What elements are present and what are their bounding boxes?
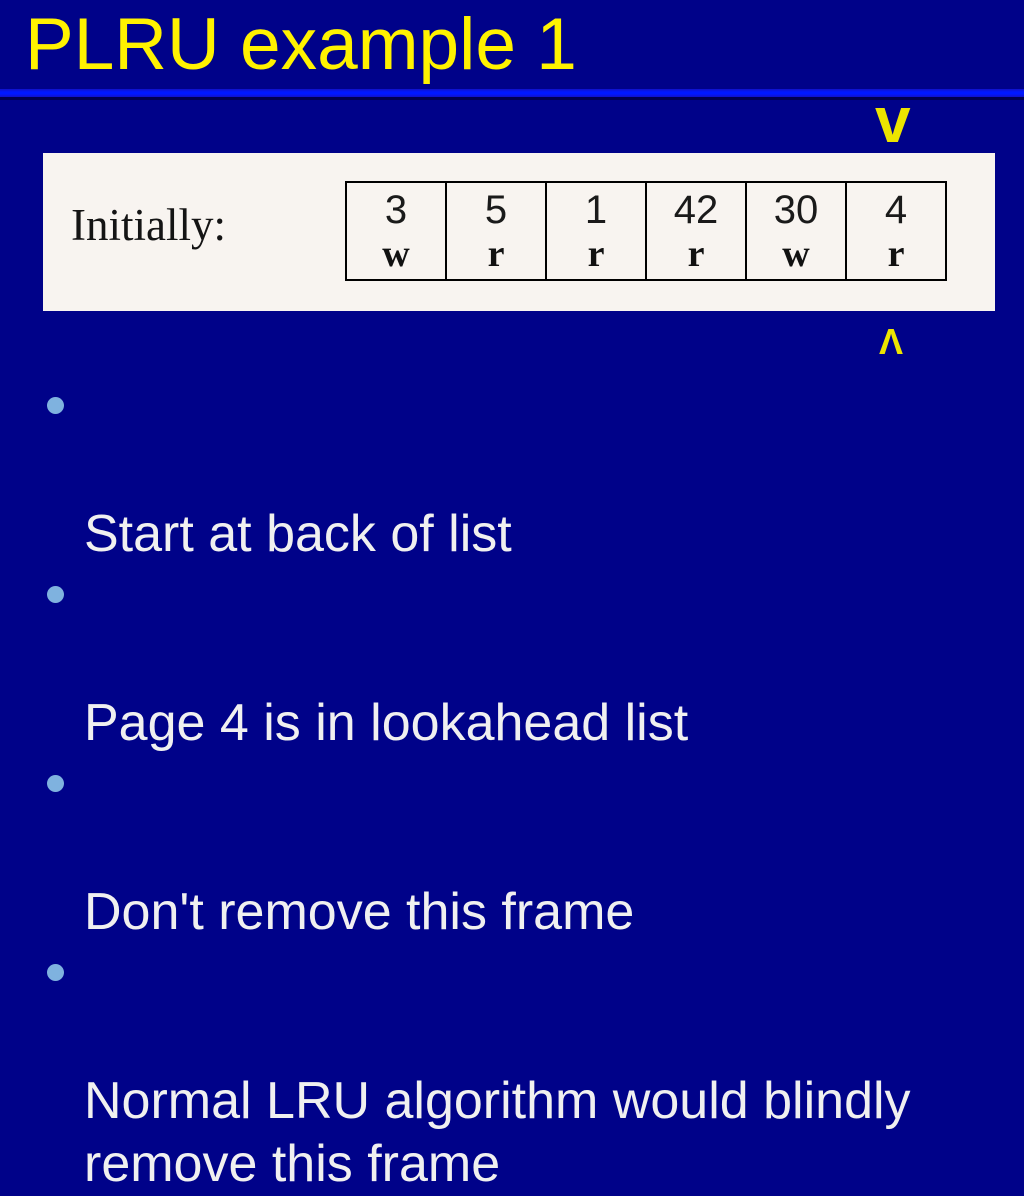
frame-cell: 42 r [645, 181, 747, 281]
frame-page-number: 1 [584, 188, 608, 232]
frame-page-number: 3 [384, 188, 408, 232]
frame-page-number: 30 [773, 188, 819, 232]
bullet-text: Page 4 is in lookahead list [84, 694, 689, 752]
bullet-text: Normal LRU algorithm would blindly remov… [84, 1072, 911, 1193]
bullet-dot-icon [47, 964, 64, 981]
frame-op: r [687, 233, 705, 275]
frame-op: r [887, 233, 905, 275]
frame-cell: 5 r [445, 181, 547, 281]
bullet-item: Don't remove this frame [0, 755, 964, 944]
frame-page-number: 42 [673, 188, 719, 232]
frame-cell: 1 r [545, 181, 647, 281]
bullet-dot-icon [47, 586, 64, 603]
figure-label: Initially: [71, 200, 226, 250]
frame-op: r [487, 233, 505, 275]
bullet-text: Don't remove this frame [84, 883, 635, 941]
frame-list-figure: Initially: 3 w 5 r 1 r 42 r 30 w [43, 153, 995, 311]
bullet-item: Page 4 is in lookahead list [0, 566, 964, 755]
bullet-item: Start at back of list [0, 377, 964, 566]
slide-title: PLRU example 1 [25, 4, 577, 85]
bullet-item: Normal LRU algorithm would blindly remov… [0, 944, 964, 1196]
title-divider-rule [0, 89, 1024, 97]
bullet-dot-icon [47, 397, 64, 414]
frame-page-number: 5 [484, 188, 508, 232]
frame-cell: 4 r [845, 181, 947, 281]
bullet-dot-icon [47, 775, 64, 792]
pointer-up-marker: Λ [879, 321, 904, 362]
frame-op: w [382, 233, 410, 275]
bullet-list: Start at back of list Page 4 is in looka… [0, 377, 964, 1196]
slide: PLRU example 1 v Initially: 3 w 5 r 1 r … [0, 4, 1024, 1193]
frame-op: w [782, 233, 810, 275]
pointer-down-marker: v [875, 84, 911, 156]
frame-cell: 30 w [745, 181, 847, 281]
frame-op: r [587, 233, 605, 275]
frame-page-number: 4 [884, 188, 908, 232]
frame-table: 3 w 5 r 1 r 42 r 30 w 4 r [345, 181, 947, 281]
bullet-text: Start at back of list [84, 505, 512, 563]
title-divider-shadow [0, 97, 1024, 100]
frame-cell: 3 w [345, 181, 447, 281]
